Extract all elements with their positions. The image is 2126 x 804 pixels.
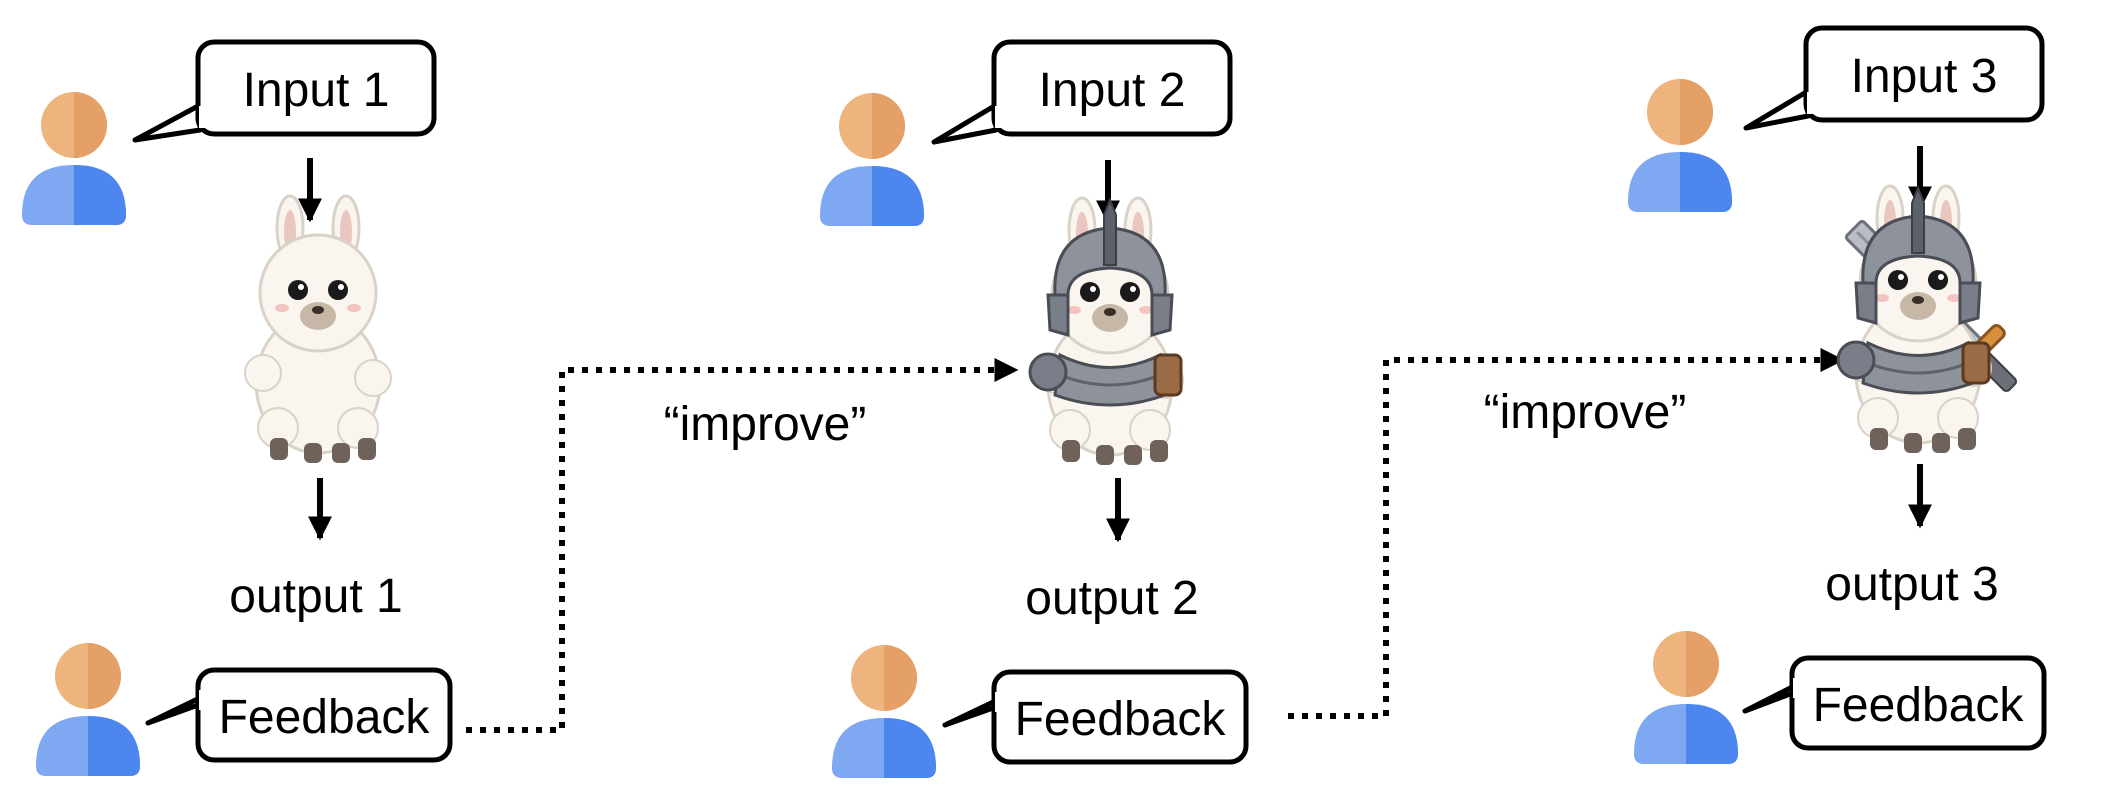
improve-label-1: “improve” [664, 398, 867, 451]
user-icon [22, 92, 126, 225]
user-icon [1628, 79, 1732, 212]
armored-llama-with-sword-icon [1828, 184, 2038, 455]
input-bubble-1: Input 1 [132, 39, 437, 143]
feedback-label-1: Feedback [219, 691, 431, 744]
input-bubble-2: Input 2 [931, 39, 1233, 145]
feedback-label-2: Feedback [1015, 693, 1227, 746]
user-icon [36, 643, 140, 776]
armored-llama-icon [1028, 196, 1185, 467]
input-label-1: Input 1 [243, 64, 390, 117]
stage-2: Input 2 output 2 Feedback [820, 39, 1249, 778]
user-icon [832, 645, 936, 778]
user-icon [1634, 631, 1738, 764]
stage-3: Input 3 output 3 Feedback [1628, 25, 2047, 764]
output-label-1: output 1 [229, 570, 402, 623]
llama-icon [243, 194, 393, 465]
input-bubble-3: Input 3 [1743, 25, 2045, 131]
improve-transition-2: “improve” [1288, 348, 1845, 719]
improve-transition-1: “improve” [466, 358, 1019, 733]
improve-label-2: “improve” [1484, 386, 1687, 439]
feedback-label-3: Feedback [1813, 679, 2025, 732]
feedback-bubble-1: Feedback [145, 667, 453, 763]
output-label-3: output 3 [1825, 558, 1998, 611]
feedback-bubble-3: Feedback [1742, 655, 2047, 751]
user-icon [820, 93, 924, 226]
output-label-2: output 2 [1025, 572, 1198, 625]
input-label-2: Input 2 [1039, 64, 1186, 117]
input-label-3: Input 3 [1851, 50, 1998, 103]
stage-1: Input 1 output 1 Feedback [22, 39, 453, 776]
feedback-bubble-2: Feedback [942, 669, 1249, 765]
